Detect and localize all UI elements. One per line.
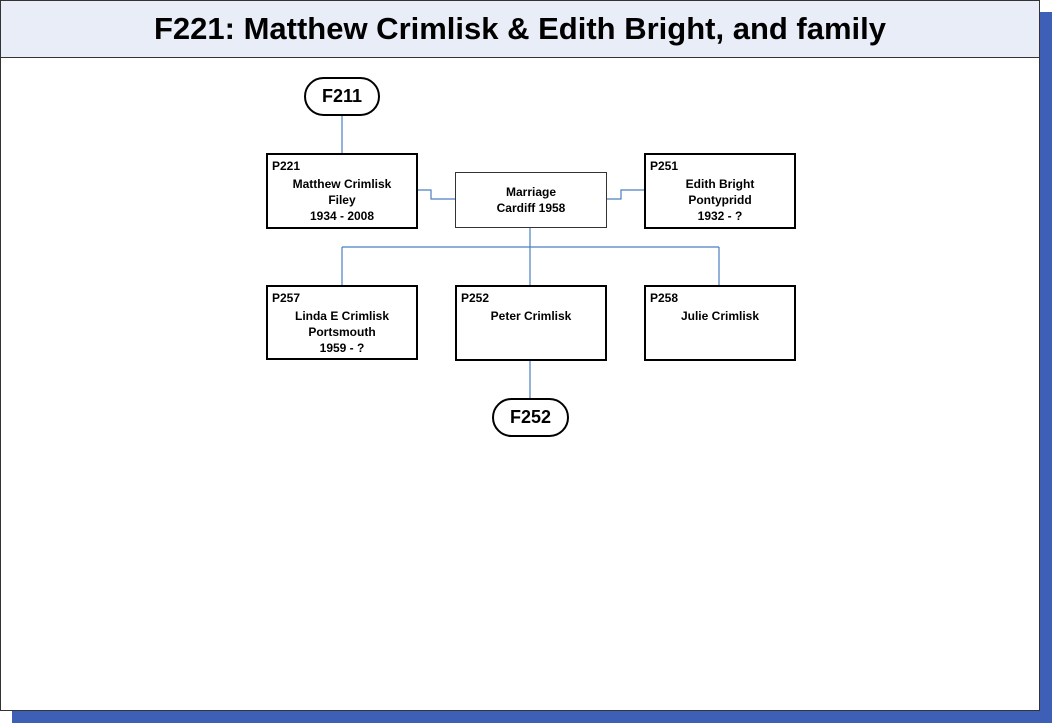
marriage-label: Marriage	[505, 185, 557, 199]
marriage-place-year: Cardiff 1958	[496, 201, 566, 215]
family-node-label: F252	[509, 407, 552, 427]
header-bar: F221: Matthew Crimlisk & Edith Bright, a…	[1, 1, 1039, 58]
person-card-p258[interactable]: P258 Julie Crimlisk	[644, 285, 796, 361]
person-dates: 1959 - ?	[319, 341, 365, 355]
person-dates: 1932 - ?	[697, 209, 743, 223]
person-id: P252	[461, 291, 490, 305]
person-card-p251[interactable]: P251 Edith Bright Pontypridd 1932 - ?	[644, 153, 796, 229]
person-name: Julie Crimlisk	[680, 309, 760, 323]
person-place: Portsmouth	[308, 325, 376, 339]
person-id: P258	[650, 291, 679, 305]
person-dates: 1934 - 2008	[309, 209, 375, 223]
person-id: P257	[272, 291, 301, 305]
family-node-label: F211	[321, 86, 363, 106]
connector-p221-to-marriage	[417, 189, 455, 200]
family-node-f211[interactable]: F211	[304, 77, 380, 116]
person-card-p252[interactable]: P252 Peter Crimlisk	[455, 285, 607, 361]
person-place: Filey	[328, 193, 356, 207]
diagram-sheet: F221: Matthew Crimlisk & Edith Bright, a…	[0, 0, 1040, 711]
page-title: F221: Matthew Crimlisk & Edith Bright, a…	[153, 11, 887, 46]
person-card-p257[interactable]: P257 Linda E Crimlisk Portsmouth 1959 - …	[266, 285, 418, 360]
person-name: Edith Bright	[685, 177, 755, 191]
person-place: Pontypridd	[688, 193, 752, 207]
person-id: P221	[272, 159, 301, 173]
connector-marriage-to-p251	[606, 189, 644, 200]
person-id: P251	[650, 159, 679, 173]
person-name: Peter Crimlisk	[490, 309, 572, 323]
person-name: Matthew Crimlisk	[292, 177, 392, 191]
person-card-p221[interactable]: P221 Matthew Crimlisk Filey 1934 - 2008	[266, 153, 418, 229]
marriage-node[interactable]: Marriage Cardiff 1958	[455, 172, 607, 228]
connector-lines	[341, 115, 720, 399]
person-name: Linda E Crimlisk	[294, 309, 390, 323]
family-node-f252[interactable]: F252	[492, 398, 569, 437]
